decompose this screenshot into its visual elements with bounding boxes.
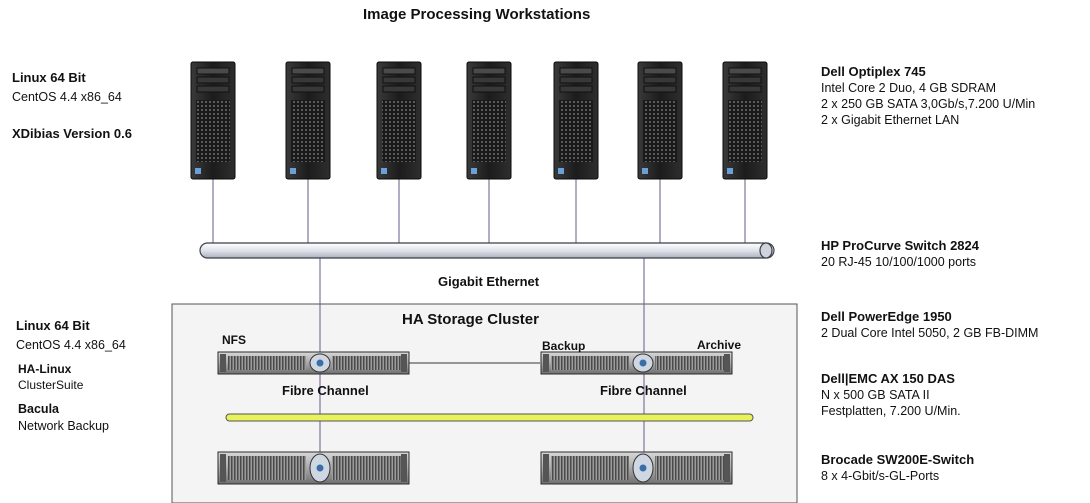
nfs-server bbox=[217, 351, 410, 375]
switch-spec-title: HP ProCurve Switch 2824 bbox=[821, 238, 979, 253]
workstation-tower bbox=[722, 61, 768, 180]
bacula-title: Bacula bbox=[18, 402, 59, 416]
workstation-tower bbox=[553, 61, 599, 180]
workstation-tower bbox=[285, 61, 331, 180]
server-links bbox=[319, 258, 645, 452]
storage-spec-line-2: Festplatten, 7.200 U/Min. bbox=[821, 404, 961, 418]
archive-label: Archive bbox=[697, 338, 742, 352]
workstation-tower bbox=[376, 61, 422, 180]
backup-label: Backup bbox=[542, 339, 586, 353]
fibre-channel-bus bbox=[225, 413, 754, 422]
workstation-tower bbox=[190, 61, 236, 180]
storage-spec-line-1: N x 500 GB SATA II bbox=[821, 388, 930, 402]
workstation-tower bbox=[637, 61, 683, 180]
storage-spec-title: Dell|EMC AX 150 DAS bbox=[821, 371, 955, 386]
left-bottom-os-version: CentOS 4.4 x86_64 bbox=[16, 338, 126, 352]
workstation-spec-line-2: 2 x 250 GB SATA 3,0Gb/s,7.200 U/Min bbox=[821, 97, 1036, 111]
workstation-spec-line-1: Intel Core 2 Duo, 4 GB SDRAM bbox=[821, 81, 997, 95]
workstation-spec-line-3: 2 x Gigabit Ethernet LAN bbox=[821, 113, 960, 127]
ha-linux-title: HA-Linux bbox=[18, 362, 72, 376]
fibre-channel-left-label: Fibre Channel bbox=[282, 383, 369, 398]
gigabit-bus bbox=[199, 242, 775, 259]
left-bottom-os-title: Linux 64 Bit bbox=[16, 318, 90, 333]
server-spec-line-1: 2 Dual Core Intel 5050, 2 GB FB-DIMM bbox=[821, 326, 1039, 340]
cluster-title: HA Storage Cluster bbox=[402, 311, 539, 328]
backup-archive-server bbox=[540, 351, 733, 375]
brocade-spec-line-1: 8 x 4-Gbit/s-GL-Ports bbox=[821, 469, 940, 483]
ha-linux-sub: ClusterSuite bbox=[18, 378, 84, 392]
left-top-os-version: CentOS 4.4 x86_64 bbox=[12, 90, 122, 104]
brocade-spec-title: Brocade SW200E-Switch bbox=[821, 452, 975, 467]
nfs-label: NFS bbox=[222, 333, 246, 347]
switch-spec-line-1: 20 RJ-45 10/100/1000 ports bbox=[821, 255, 976, 269]
workstation-links bbox=[212, 178, 746, 246]
fibre-channel-right-label: Fibre Channel bbox=[600, 383, 687, 398]
left-top-software: XDibias Version 0.6 bbox=[12, 126, 132, 141]
server-spec-title: Dell PowerEdge 1950 bbox=[821, 309, 952, 324]
workstation-tower bbox=[466, 61, 512, 180]
storage-unit-left bbox=[217, 451, 410, 485]
bacula-sub: Network Backup bbox=[18, 419, 110, 433]
gigabit-ethernet-label: Gigabit Ethernet bbox=[438, 274, 540, 289]
workstation-spec-title: Dell Optiplex 745 bbox=[821, 64, 926, 79]
storage-unit-right bbox=[540, 451, 733, 485]
diagram-title: Image Processing Workstations bbox=[363, 6, 591, 23]
left-top-os-title: Linux 64 Bit bbox=[12, 70, 86, 85]
